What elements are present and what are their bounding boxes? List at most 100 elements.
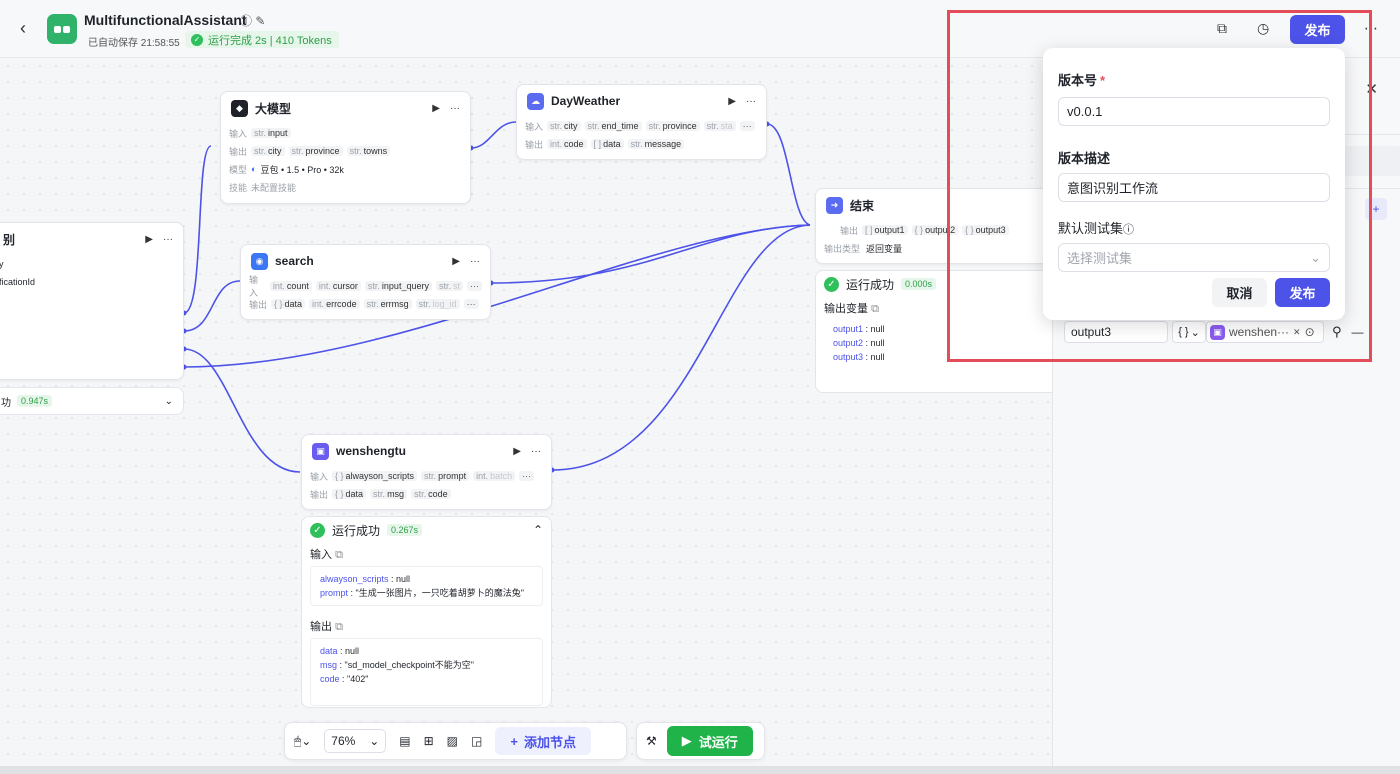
more-tags[interactable]: ···: [467, 281, 482, 291]
output-var-name-input[interactable]: output3: [1064, 321, 1168, 343]
var-tag: [ ]output1: [862, 225, 908, 235]
more-tags[interactable]: ···: [519, 471, 535, 481]
publish-button[interactable]: 发布: [1290, 15, 1345, 44]
info-icon[interactable]: ⓘ: [240, 14, 253, 28]
wenshengtu-node[interactable]: ▣ wenshengtu ▶··· 输入 { }alwayson_scripts…: [301, 434, 552, 510]
search-node[interactable]: ◉ search ▶··· 输入 int.count int.cursor st…: [240, 244, 491, 320]
input-fragment: y: [0, 259, 4, 269]
add-output-icon[interactable]: +: [1365, 198, 1387, 220]
desc-label: 版本描述: [1058, 151, 1111, 166]
remove-row-icon[interactable]: —: [1351, 325, 1364, 339]
output-type-select[interactable]: { }⌄: [1172, 321, 1206, 343]
close-icon[interactable]: ✕: [1365, 81, 1378, 98]
var-tag: str.prompt: [421, 471, 470, 481]
output-ref-field[interactable]: ▣ wenshen··· ✕ ⊙: [1206, 321, 1324, 343]
plugin-icon: ▣: [1210, 324, 1225, 340]
var-tag: str.province: [288, 146, 343, 156]
layout-icon[interactable]: ⊞: [423, 734, 434, 748]
weather-icon: ☁: [527, 92, 544, 110]
test-run-button[interactable]: ▶试运行: [666, 726, 753, 756]
node-more-icon[interactable]: ···: [470, 255, 480, 267]
copy-icon[interactable]: ⧉: [335, 621, 343, 633]
output-section-title: 输出 ⧉: [310, 621, 343, 633]
edge: [551, 224, 811, 471]
wenshengtu-result-panel: ✓ 运行成功 0.267s ⌃ 输入 ⧉ alwayson_scripts : …: [301, 516, 552, 708]
edge: [470, 121, 517, 149]
minimap-icon[interactable]: ◲: [471, 734, 483, 748]
end-node[interactable]: ➜ 结束 输出 [ ]output1 { }output2 { }output3…: [815, 188, 1060, 264]
comment-icon[interactable]: ▤: [399, 734, 411, 748]
clear-icon[interactable]: ✕: [1293, 326, 1301, 337]
dayweather-node[interactable]: ☁ DayWeather ▶··· 输入 str.city str.end_ti…: [516, 84, 767, 160]
node-more-icon[interactable]: ···: [531, 445, 541, 457]
output-fragment: ficationId: [0, 277, 36, 287]
debug-icon[interactable]: ⚒: [646, 734, 657, 748]
run-node-icon[interactable]: ▶: [452, 255, 460, 267]
node-title: DayWeather: [551, 94, 621, 108]
var-tag: str.sta: [703, 121, 736, 131]
run-node-icon[interactable]: ▶: [513, 445, 521, 457]
success-icon: ✓: [824, 276, 839, 292]
publish-modal: 版本号* v0.0.1 版本描述 意图识别工作流 默认测试集ⓘ 选择测试集⌄ 取…: [1043, 48, 1345, 320]
history-icon[interactable]: ◷: [1257, 20, 1270, 36]
chevron-up-icon[interactable]: ⌃: [532, 523, 543, 537]
back-arrow-icon[interactable]: ‹: [20, 18, 26, 38]
kv-row: output2 : null: [833, 338, 885, 348]
version-input[interactable]: v0.0.1: [1058, 97, 1330, 126]
model-name: 豆包 • 1.5 • Pro • 32k: [260, 164, 344, 175]
node-more-icon[interactable]: ···: [163, 233, 173, 245]
chevron-down-icon[interactable]: ⌄: [164, 395, 173, 407]
output-label: 输出: [229, 146, 248, 157]
output-vars-section: 输出变量 ⧉: [824, 303, 879, 315]
link-node-icon[interactable]: ⚲: [1332, 324, 1342, 339]
result-status: 运行成功: [332, 523, 381, 538]
intent-node[interactable]: 别 ▶ ··· y ficationId: [0, 222, 184, 380]
more-tags[interactable]: ···: [463, 299, 479, 309]
var-tag: str.msg: [370, 489, 408, 499]
var-tag: int.count: [269, 281, 312, 291]
run-node-icon[interactable]: ▶: [728, 95, 736, 107]
edge: [766, 123, 811, 226]
chevron-down-icon: ⌄: [1310, 249, 1321, 265]
copy-icon[interactable]: ⧉: [871, 303, 879, 315]
cancel-button[interactable]: 取消: [1212, 278, 1267, 307]
node-title: 别: [3, 232, 16, 247]
title-actions: ⓘ ✎: [240, 12, 265, 29]
info-icon[interactable]: ⓘ: [1123, 224, 1135, 236]
var-tag: int.batch: [473, 471, 516, 481]
run-node-icon[interactable]: ▶: [145, 233, 153, 245]
mouse-mode-icon[interactable]: 🖱⌄: [294, 733, 312, 748]
desc-input[interactable]: 意图识别工作流: [1058, 173, 1330, 202]
image-icon[interactable]: ▨: [446, 734, 459, 748]
zoom-select[interactable]: 76%⌄: [324, 729, 387, 753]
output-vars-list: output1 : null output2 : null output3 : …: [824, 320, 1051, 369]
node-more-icon[interactable]: ···: [746, 95, 756, 107]
variable-target-icon[interactable]: ⊙: [1304, 325, 1315, 339]
run-status-badge: ✓运行完成 2s | 410 Tokens: [185, 31, 339, 48]
output-label: 输出: [310, 489, 329, 500]
var-tag: { }output3: [962, 225, 1009, 235]
var-tag: str.end_time: [584, 121, 642, 131]
intent-result[interactable]: 功 0.947s ⌄: [0, 387, 184, 415]
kv-row: data : null: [320, 646, 360, 656]
output-values: data : null msg : "sd_model_checkpoint不能…: [310, 638, 543, 706]
input-section-title: 输入 ⧉: [310, 549, 343, 561]
edit-icon[interactable]: ✎: [255, 14, 266, 28]
var-tag: str.code: [411, 489, 451, 499]
testset-select[interactable]: 选择测试集⌄: [1058, 243, 1330, 272]
add-node-button[interactable]: +添加节点: [495, 727, 591, 755]
confirm-publish-button[interactable]: 发布: [1275, 278, 1330, 307]
node-more-icon[interactable]: ···: [450, 102, 460, 114]
output-label: 输出: [249, 299, 268, 310]
copy-icon[interactable]: ⧉: [1217, 20, 1227, 36]
copy-icon[interactable]: ⧉: [335, 549, 343, 561]
node-title: 结束: [850, 198, 875, 213]
run-node-icon[interactable]: ▶: [432, 102, 440, 114]
var-tag: str.st: [435, 281, 463, 291]
run-time-badge: 0.267s: [387, 524, 423, 536]
more-tags[interactable]: ···: [739, 121, 755, 131]
os-taskbar: [0, 766, 1400, 774]
skill-label: 技能: [229, 182, 248, 193]
